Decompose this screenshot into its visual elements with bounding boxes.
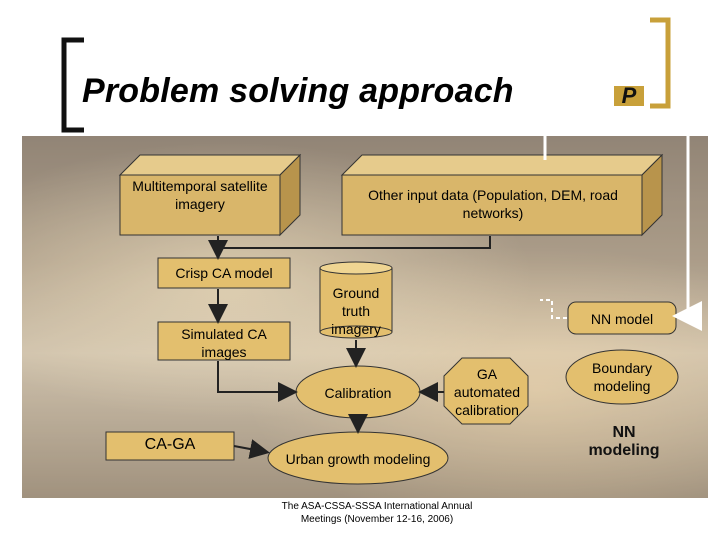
right-bracket [650,17,671,109]
arrow-sim-cal [217,361,298,402]
other-input-box [340,153,664,237]
satellite-label: Multitemporal satellite imagery [132,178,268,212]
crisp-ca-box [157,257,291,289]
nn-model-label: NN model [590,311,654,327]
ca-ga-label: CA-GA [144,436,196,453]
svg-text:P: P [622,83,637,108]
nn-modeling-label: NN modeling [588,424,660,459]
nn-loop-line [543,128,702,331]
purdue-logo-icon: P [614,83,644,108]
ga-label: GA automated calibration [453,366,521,418]
other-input-label: Other input data (Population, DEM, road … [368,187,618,221]
simulated-label: Simulated CA images [181,326,267,360]
footer-text: The ASA-CSSA-SSSA International Annual M… [281,501,473,525]
ga-octagon [443,357,529,425]
ground-truth-cylinder [319,261,393,339]
crisp-ca-label: Crisp CA model [175,265,273,281]
nn-loop-dash [540,299,567,319]
ground-truth-label: Ground truth imagery [331,285,381,337]
arrow-caga-urban [233,439,270,459]
urban-label: Urban growth modeling [285,451,431,467]
ca-ga-box [105,431,235,461]
left-bracket [61,37,84,133]
calibration-label: Calibration [324,385,392,401]
line-other-crisp [218,236,491,249]
page-title: Problem solving approach [82,72,514,110]
boundary-ellipse [565,349,679,405]
boundary-label: Boundary modeling [592,360,652,394]
satellite-box [118,153,302,237]
